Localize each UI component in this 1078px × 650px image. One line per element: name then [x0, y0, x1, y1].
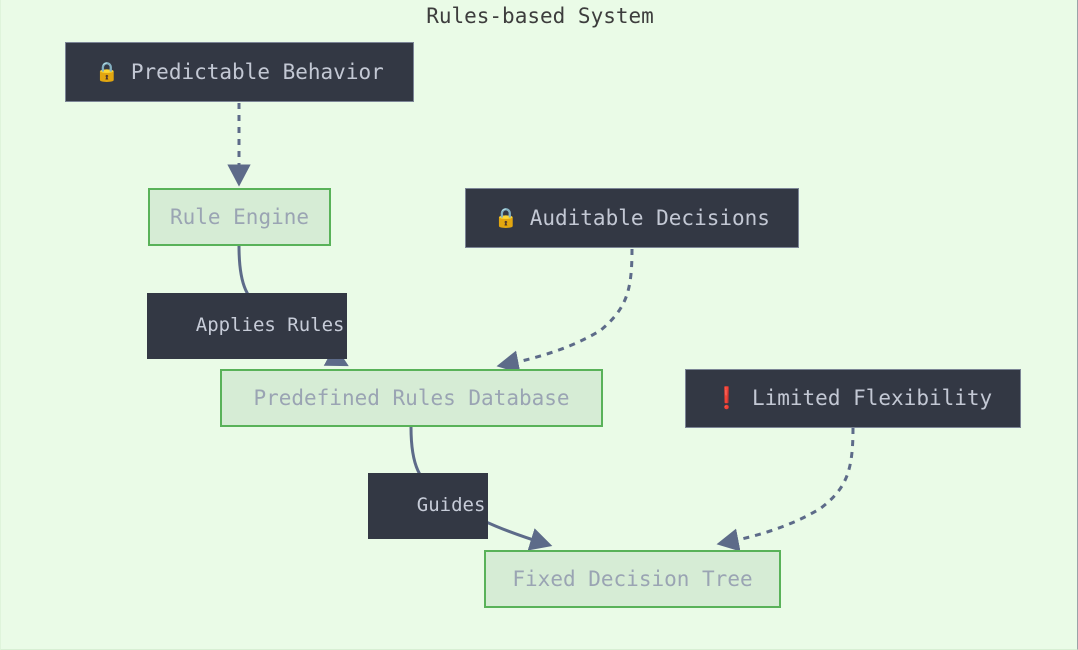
exclamation-icon: ❗	[713, 386, 740, 410]
node-rule-engine[interactable]: Rule Engine	[148, 188, 331, 246]
node-auditable-decisions[interactable]: 🔒 Auditable Decisions	[465, 188, 799, 248]
edge-label-guides: Guides	[368, 473, 489, 539]
edge-label-applies-rules: Applies Rules	[147, 293, 348, 359]
node-limited-flexibility[interactable]: ❗ Limited Flexibility	[685, 369, 1021, 428]
node-label: Auditable Decisions	[529, 205, 770, 230]
node-label: Predefined Rules Database	[253, 385, 570, 410]
edge-auditable-to-rules-db	[496, 248, 634, 374]
edge-limited-to-decision-tree	[716, 427, 855, 552]
node-predefined-rules-database[interactable]: Predefined Rules Database	[220, 369, 603, 427]
node-fixed-decision-tree[interactable]: Fixed Decision Tree	[484, 550, 781, 608]
node-label: Predictable Behavior	[130, 59, 384, 84]
node-label: Limited Flexibility	[751, 386, 993, 410]
node-label: Fixed Decision Tree	[512, 566, 753, 591]
node-predictable-behavior[interactable]: 🔒 Predictable Behavior	[65, 42, 414, 102]
lock-icon: 🔒	[494, 206, 518, 229]
lock-icon: 🔒	[95, 60, 119, 83]
edge-label-text: Guides	[416, 494, 486, 516]
node-label: Rule Engine	[169, 204, 310, 229]
edge-label-text: Applies Rules	[195, 314, 345, 336]
page-title: Rules-based System	[426, 4, 654, 28]
